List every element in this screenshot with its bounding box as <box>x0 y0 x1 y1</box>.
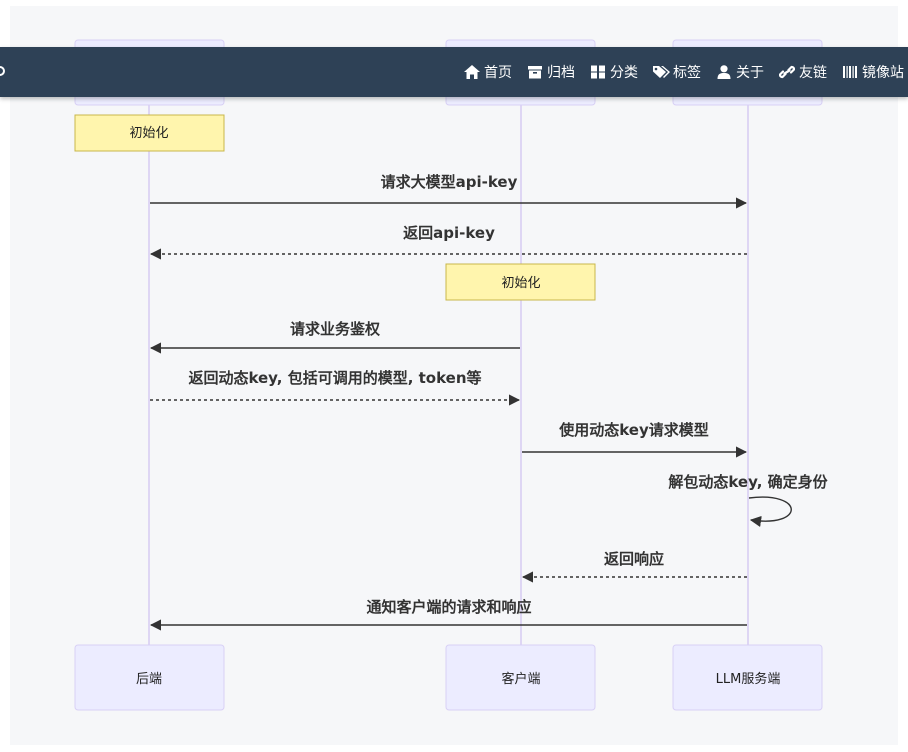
actor-backend <box>74 644 225 711</box>
actor-backend-label: 后端 <box>136 672 162 687</box>
nav-item-label: 分类 <box>610 65 638 81</box>
self-message-arrow <box>748 496 792 528</box>
nav-item-mirror[interactable]: 镜像站 <box>842 62 904 82</box>
nav-item-label: 首页 <box>484 65 512 81</box>
actor-client-label: 客户端 <box>501 671 540 687</box>
note-init-backend-label: 初始化 <box>129 126 168 141</box>
nav-item-categories[interactable]: 分类 <box>590 62 638 82</box>
message-label: 返回api-key <box>403 224 495 242</box>
categories-icon <box>590 65 606 79</box>
actor-llm-server <box>672 644 823 711</box>
actor-client <box>445 644 596 711</box>
nav-item-tags[interactable]: 标签 <box>653 62 701 82</box>
note-init-backend <box>74 114 225 152</box>
nav-item-archive[interactable]: 归档 <box>527 62 575 82</box>
nav-item-label: 标签 <box>673 65 701 81</box>
archive-icon <box>527 65 543 79</box>
nav-item-home[interactable]: 首页 <box>464 62 512 82</box>
nav-item-friend-links[interactable]: 友链 <box>779 62 827 82</box>
message-label: 请求业务鉴权 <box>290 320 381 338</box>
tags-icon <box>653 65 670 79</box>
message-label: 返回动态key, 包括可调用的模型, token等 <box>188 369 481 387</box>
nav-menu: 首页 归档 分类 标签 关于 <box>464 47 908 97</box>
message-label: 请求大模型api-key <box>381 173 518 191</box>
message-label: 解包动态key, 确定身份 <box>668 473 828 491</box>
user-icon <box>716 65 732 79</box>
nav-item-about[interactable]: 关于 <box>716 62 764 82</box>
home-icon <box>464 65 480 79</box>
actor-llm-server-label: LLM服务端 <box>716 671 781 687</box>
message-label: 使用动态key请求模型 <box>558 421 709 439</box>
link-icon <box>779 65 795 79</box>
brand-logo-icon[interactable] <box>0 66 5 76</box>
top-navbar: 首页 归档 分类 标签 关于 <box>0 47 908 97</box>
message-label: 通知客户端的请求和响应 <box>366 598 531 616</box>
note-init-client <box>445 263 596 301</box>
note-init-client-label: 初始化 <box>501 276 540 291</box>
message-label: 返回响应 <box>604 550 664 568</box>
nav-item-label: 归档 <box>547 65 575 81</box>
nav-item-label: 镜像站 <box>862 65 904 81</box>
nav-item-label: 关于 <box>736 65 764 81</box>
mirror-icon <box>842 65 858 79</box>
nav-item-label: 友链 <box>799 65 827 81</box>
